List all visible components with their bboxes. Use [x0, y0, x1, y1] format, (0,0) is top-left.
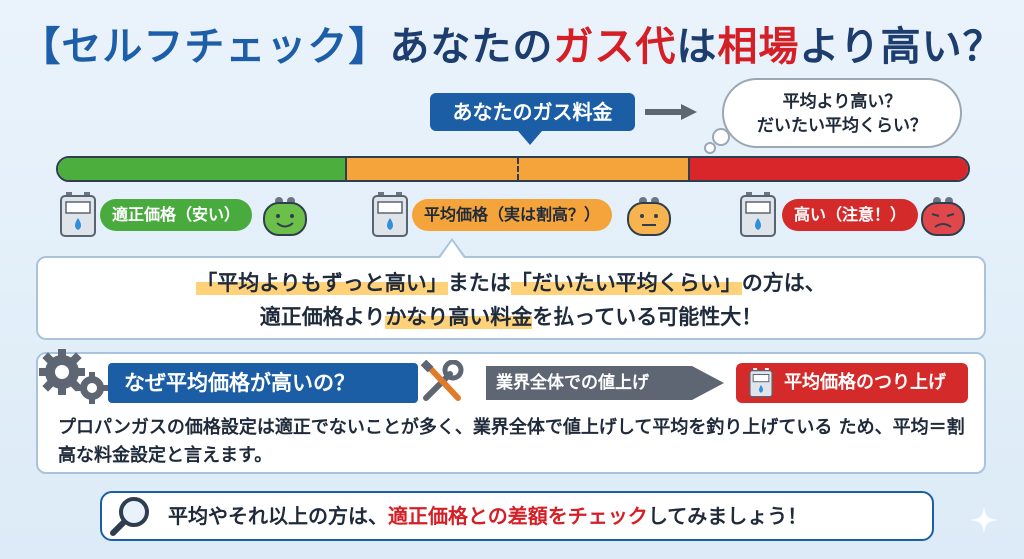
title-text-2: は: [676, 24, 718, 70]
happy-wallet-icon: [263, 197, 307, 236]
magnifier-icon: [110, 497, 149, 536]
callout-line-2: 適正価格よりかなり高い料金を払っている可能性大！: [38, 300, 984, 334]
industry-price-hike-arrow: 業界全体での値上げ: [486, 366, 724, 400]
thought-dot-large: [712, 128, 730, 146]
gas-meter-icon: [740, 192, 776, 237]
level-high-label: 高い（注意！）: [782, 199, 919, 231]
callout-line2-highlight: かなり高い料金: [385, 305, 533, 329]
gears-icon: [39, 349, 108, 404]
sparkle-icon: [970, 506, 998, 534]
thought-line-2: だいたい平均くらい？: [757, 116, 927, 136]
level-average-label: 平均価格（実は割高？）: [412, 199, 613, 231]
big-arrow-icon: [486, 366, 724, 400]
callout-tail-text: の方は、: [741, 271, 826, 295]
warning-callout: 「平均よりもずっと高い」または「だいたい平均くらい」の方は、 適正価格よりかなり…: [36, 256, 986, 340]
callout-or: または: [447, 271, 511, 295]
check-banner-highlight: 適正価格との差額をチェック: [388, 504, 648, 528]
your-fee-label: あなたのガス料金: [430, 93, 635, 145]
callout-quote-2: 「だいたい平均くらい」: [510, 271, 742, 295]
callout-tail-inner: [440, 241, 464, 258]
tools-icon: [420, 360, 464, 401]
check-banner: [100, 491, 934, 541]
callout-quote-1: 「平均よりもずっと高い」: [196, 271, 448, 295]
title-text-3: より高い？: [799, 24, 1004, 70]
check-banner-c: してみましょう！: [647, 504, 808, 528]
title-bracket: 【セルフチェック】: [20, 24, 390, 70]
scale-segment-fair: [58, 158, 345, 180]
thought-dot-small: [704, 142, 716, 154]
gas-meter-icon: [372, 192, 408, 237]
scale-segment-average: [344, 158, 690, 180]
neutral-wallet-icon: [627, 197, 671, 236]
why-heading: なぜ平均価格が高いの？: [108, 363, 418, 403]
title-text-1: あなたの: [389, 24, 554, 70]
gas-meter-icon: [749, 368, 773, 398]
level-fair-label: 適正価格（安い）: [100, 199, 253, 231]
check-banner-a: 平均やそれ以上の方は、: [168, 504, 388, 528]
page-title: 【セルフチェック】あなたのガス代は相場より高い？: [0, 14, 1024, 72]
sad-wallet-icon: [921, 197, 965, 236]
callout-line2-a: 適正価格より: [259, 305, 386, 329]
thought-bubble: 平均より高い？ だいたい平均くらい？: [722, 78, 962, 148]
scale-segment-high: [689, 158, 968, 180]
title-gas-fee: ガス代: [553, 24, 677, 70]
average-price-raise-text: 平均価格のつり上げ: [784, 372, 946, 393]
thought-line-1: 平均より高い？: [782, 92, 902, 112]
check-banner-text: 平均やそれ以上の方は、適正価格との差額をチェックしてみましょう！: [168, 491, 807, 541]
callout-line2-c: を払っている可能性大！: [532, 305, 763, 329]
arrow-right-icon: [645, 104, 697, 120]
gas-meter-icon: [60, 192, 96, 237]
why-explanation: プロパンガスの価格設定は適正でないことが多く、業界全体で値上げして平均を釣り上げ…: [58, 417, 965, 466]
industry-price-hike-label: 業界全体での値上げ: [496, 373, 649, 393]
price-scale-bar: [56, 156, 970, 182]
average-price-raise-label: 平均価格のつり上げ: [736, 363, 968, 403]
title-market: 相場: [717, 24, 800, 70]
callout-line-1: 「平均よりもずっと高い」または「だいたい平均くらい」の方は、: [38, 266, 984, 300]
